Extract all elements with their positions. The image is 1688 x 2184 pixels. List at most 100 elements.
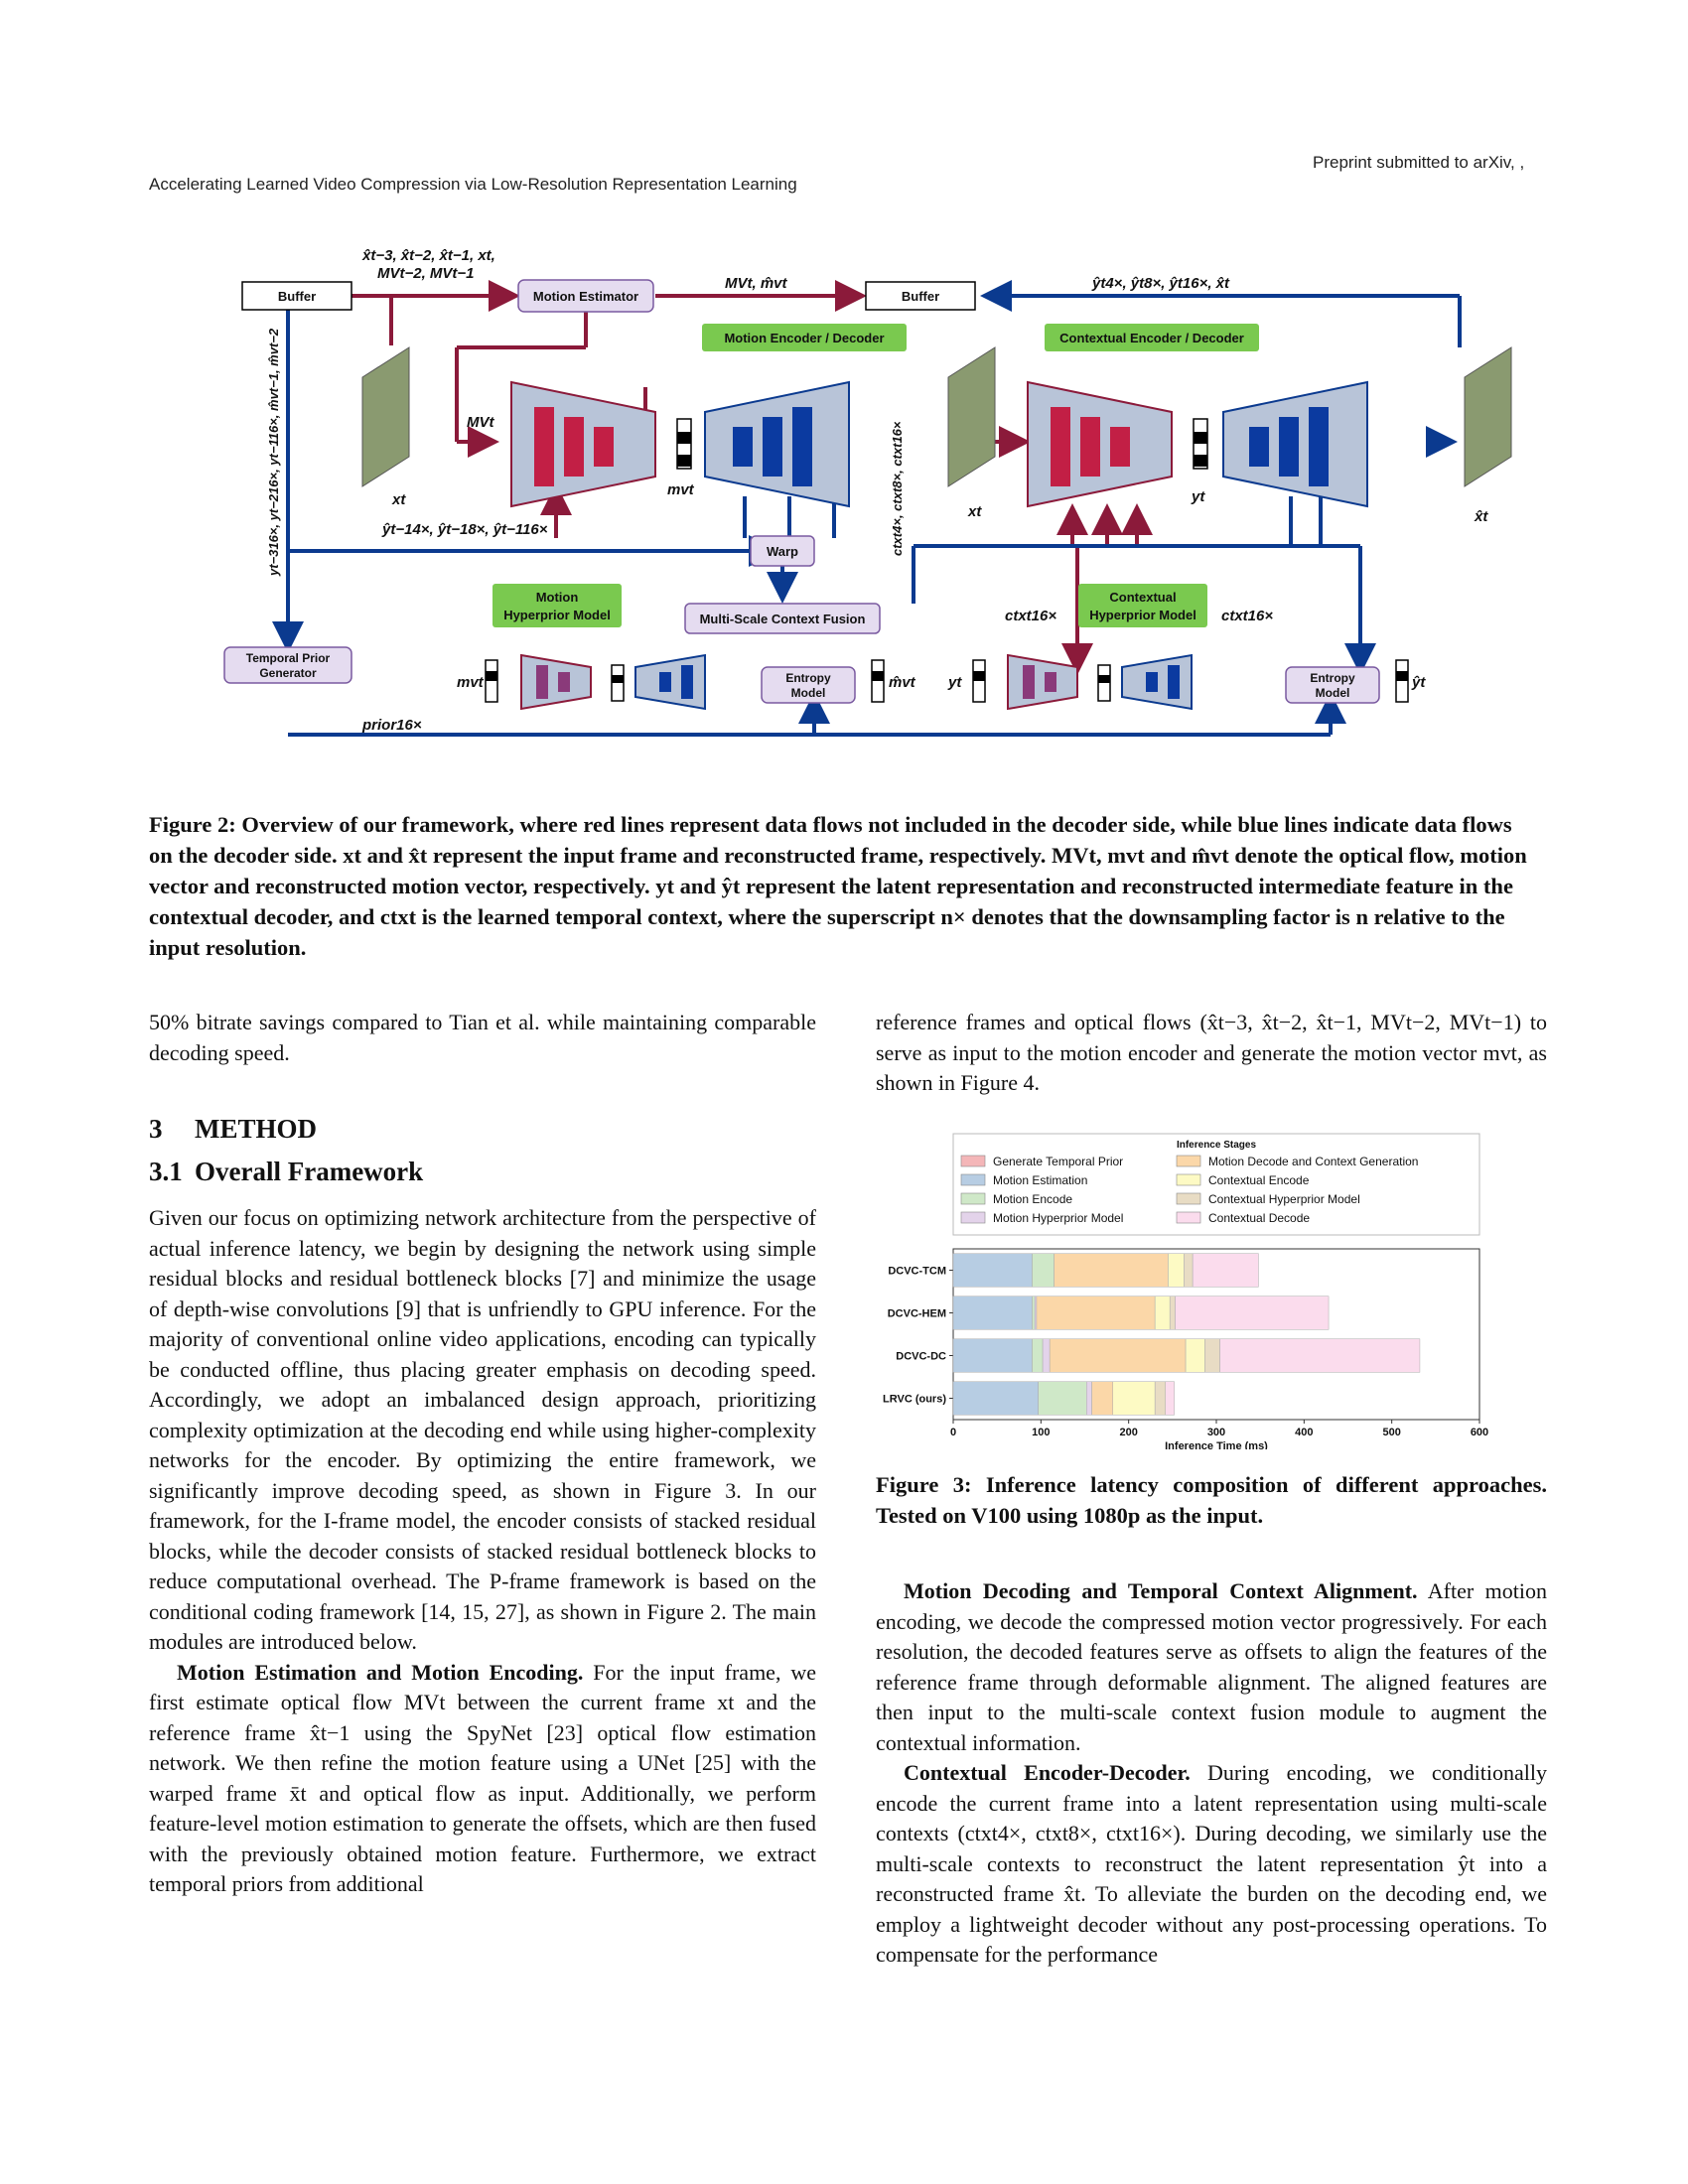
section-3-number: 3	[149, 1114, 163, 1144]
legend-label: Contextual Decode	[1208, 1211, 1310, 1225]
bar-segment	[1192, 1253, 1259, 1288]
label-y-t: yt	[1191, 488, 1205, 505]
paragraph-2-heading: Motion Estimation and Motion Encoding.	[177, 1659, 584, 1685]
buffer-left-label: Buffer	[278, 289, 316, 304]
legend-swatch	[1176, 1173, 1201, 1186]
entropy-box-1	[761, 666, 856, 704]
bar-segment	[1169, 1296, 1176, 1330]
x-tick-label: 500	[1382, 1427, 1400, 1438]
bar-segment	[1175, 1296, 1330, 1330]
x-tick-label: 400	[1295, 1427, 1313, 1438]
legend-label: Generate Temporal Prior	[993, 1155, 1123, 1168]
bar-segment	[1054, 1253, 1169, 1288]
motion-estimator-box	[517, 279, 654, 313]
paragraph-1: Given our focus on optimizing network ar…	[149, 1205, 816, 1654]
framework-diagram: Buffer Buffer Motion Estimator Motion En…	[223, 247, 1512, 737]
intro-text: 50% bitrate savings compared to Tian et …	[149, 1010, 816, 1065]
y-tick-label: LRVC (ours)	[883, 1394, 946, 1406]
warp-label: Warp	[767, 544, 798, 559]
buffer-left-box	[241, 281, 352, 311]
label-ctx16-right: ctxt16×	[1221, 608, 1273, 624]
label-top-mvs: MVt−2, MVt−1	[377, 265, 475, 282]
entropy-2-label: Entropy	[1310, 671, 1355, 685]
bar-segment	[1154, 1381, 1167, 1416]
y-tick-label: DCVC-DC	[896, 1351, 946, 1363]
bar-segment	[952, 1296, 1033, 1330]
contextual-heading: Contextual Encoder-Decoder.	[904, 1760, 1191, 1785]
label-top-refs: x̂t−3, x̂t−2, x̂t−1, xt,	[361, 247, 495, 264]
section-3-title: METHOD	[195, 1114, 318, 1144]
ctx-hyper-label: Contextual	[1109, 590, 1176, 605]
bar-segment	[1185, 1338, 1205, 1373]
label-mv-small: mvt	[667, 481, 695, 498]
bar-segment	[952, 1381, 1039, 1416]
section-31-title: Overall Framework	[195, 1157, 424, 1186]
legend-swatch	[1176, 1192, 1201, 1205]
legend-label: Motion Estimation	[993, 1173, 1087, 1187]
right-paragraph-top: reference frames and optical flows (x̂t−…	[876, 1010, 1547, 1095]
paragraph-2: Motion Estimation and Motion Encoding. F…	[149, 1658, 816, 1900]
temporal-prior-box	[223, 646, 352, 684]
legend-swatch	[960, 1173, 986, 1186]
running-title: Accelerating Learned Video Compression v…	[149, 175, 797, 194]
label-mv-t: MVt	[467, 414, 495, 431]
label-prior: prior16×	[361, 717, 422, 734]
ctx-hyper-tag	[1078, 584, 1207, 627]
red-flows	[352, 280, 1153, 675]
paragraph-2-text: For the input frame, we first estimate o…	[149, 1659, 817, 1897]
input-frame-image-2	[947, 346, 996, 487]
bar-segment	[1034, 1296, 1038, 1330]
bar-segment	[1219, 1338, 1421, 1373]
bar-segment	[1168, 1253, 1185, 1288]
bar-segment	[1112, 1381, 1156, 1416]
bar-segment	[1086, 1381, 1092, 1416]
left-column-body: Given our focus on optimizing network ar…	[149, 1203, 816, 1900]
legend-label: Contextual Encode	[1208, 1173, 1310, 1187]
figure3-caption: Figure 3: Inference latency composition …	[876, 1472, 1547, 1528]
ctx-enc-dec-label: Contextual Encoder / Decoder	[1059, 331, 1244, 345]
bar-segment	[1042, 1338, 1051, 1373]
motion-decoding-text: After motion encoding, we decode the com…	[876, 1578, 1547, 1755]
legend-label: Motion Hyperprior Model	[993, 1211, 1123, 1225]
bar-segment	[1184, 1253, 1194, 1288]
bar-segment	[952, 1338, 1033, 1373]
label-xhat-t: x̂t	[1474, 508, 1488, 525]
svg-text:Generator: Generator	[259, 666, 317, 680]
motion-hyper-encoder	[520, 653, 592, 711]
entropy-1-label: Entropy	[785, 671, 831, 685]
legend-swatch	[1176, 1155, 1201, 1167]
label-mvhat-out: m̂vt	[889, 674, 916, 691]
reconstructed-frame-image	[1464, 346, 1512, 487]
blue-flows	[272, 280, 1462, 737]
buffer-right-box	[865, 281, 976, 311]
figure2-caption: Figure 2: Overview of our framework, whe…	[149, 812, 1527, 960]
left-column: 50% bitrate savings compared to Tian et …	[149, 1008, 816, 1068]
buffer-right-label: Buffer	[902, 289, 939, 304]
label-mv-in: mvt	[457, 674, 485, 691]
label-ctx-vertical: ctxt4×, ctxt8×, ctxt16×	[890, 421, 905, 556]
bar-segment	[952, 1253, 1033, 1288]
entropy-box-2	[1285, 666, 1380, 704]
label-top-right-feats: ŷt4×, ŷt8×, ŷt16×, x̂t	[1091, 275, 1230, 292]
right-column-body: Motion Decoding and Temporal Context Ali…	[876, 1576, 1547, 1971]
x-axis-label: Inference Time (ms)	[1165, 1440, 1268, 1449]
legend-label: Motion Encode	[993, 1192, 1072, 1206]
legend-swatch	[960, 1211, 986, 1224]
legend-frame	[952, 1133, 1480, 1236]
y-tick-label: DCVC-HEM	[888, 1308, 946, 1320]
x-tick-label: 100	[1032, 1427, 1050, 1438]
legend-label: Motion Decode and Context Generation	[1208, 1155, 1418, 1168]
temporal-prior-label: Temporal Prior	[246, 651, 331, 665]
bar-segment	[1091, 1381, 1114, 1416]
legend-swatch	[960, 1192, 986, 1205]
contextual-text: During encoding, we conditionally encode…	[876, 1760, 1548, 1967]
bar-segment	[1165, 1381, 1175, 1416]
bar-segment	[1032, 1296, 1036, 1330]
svg-text:Model: Model	[1316, 686, 1350, 700]
label-mv-pair: MVt, m̂vt	[725, 275, 788, 292]
warp-box	[750, 535, 815, 567]
svg-text:Model: Model	[791, 686, 826, 700]
